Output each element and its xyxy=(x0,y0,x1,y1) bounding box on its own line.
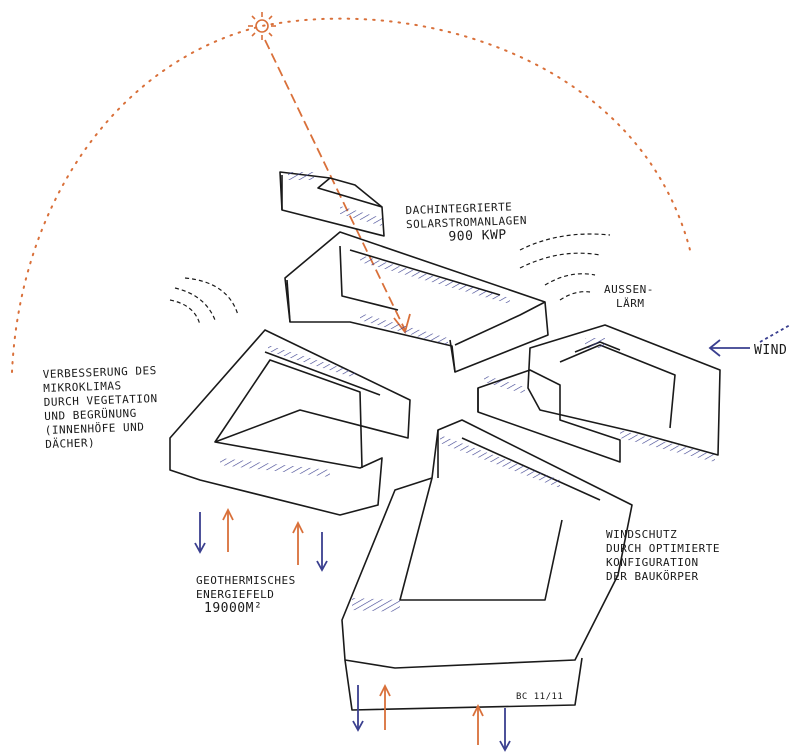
geothermal-line-3: 19000m² xyxy=(204,601,263,616)
windshield-line-1: WINDSCHUTZ xyxy=(606,528,678,541)
signature: BC 11/11 xyxy=(516,692,564,702)
windshield-line-3: KONFIGURATION xyxy=(606,556,699,569)
heat-arrow-icon xyxy=(194,507,328,572)
noise-waves-right xyxy=(519,233,611,301)
wind-arrow-icon xyxy=(708,324,791,357)
building-north-bar xyxy=(279,171,385,237)
building-south-courtyard xyxy=(341,419,633,711)
microclimate-annotation: VERBESSERUNG DES MIKROKLIMAS DURCH VEGET… xyxy=(43,364,160,452)
windshield-annotation: WINDSCHUTZ DURCH OPTIMIERTE KONFIGURATIO… xyxy=(606,528,720,584)
building-central-courtyard xyxy=(284,231,549,373)
noise-line-1: AUSSEN- xyxy=(604,283,654,296)
solar-annotation: DACHINTEGRIERTE SOLARSTROMANLAGEN 900 kW… xyxy=(405,200,527,246)
building-west-courtyard xyxy=(169,329,411,516)
building-east-courtyard xyxy=(477,324,721,463)
noise-annotation: AUSSEN- LÄRM xyxy=(604,283,654,311)
noise-waves-left xyxy=(169,277,239,326)
geothermal-annotation: GEOTHERMISCHES ENERGIEFELD 19000m² xyxy=(196,574,296,616)
geothermal-line-1: GEOTHERMISCHES xyxy=(196,574,296,587)
sun-ray xyxy=(264,39,406,331)
windshield-line-2: DURCH OPTIMIERTE xyxy=(606,542,720,555)
sun-path-arc xyxy=(11,17,691,373)
sun-icon xyxy=(248,12,276,40)
geothermal-line-2: ENERGIEFELD xyxy=(196,588,275,601)
cool-arrow-icon xyxy=(352,683,511,752)
noise-line-2: LÄRM xyxy=(616,297,645,310)
windshield-line-4: DER BAUKÖRPER xyxy=(606,570,699,583)
wind-label: WIND xyxy=(754,343,788,358)
